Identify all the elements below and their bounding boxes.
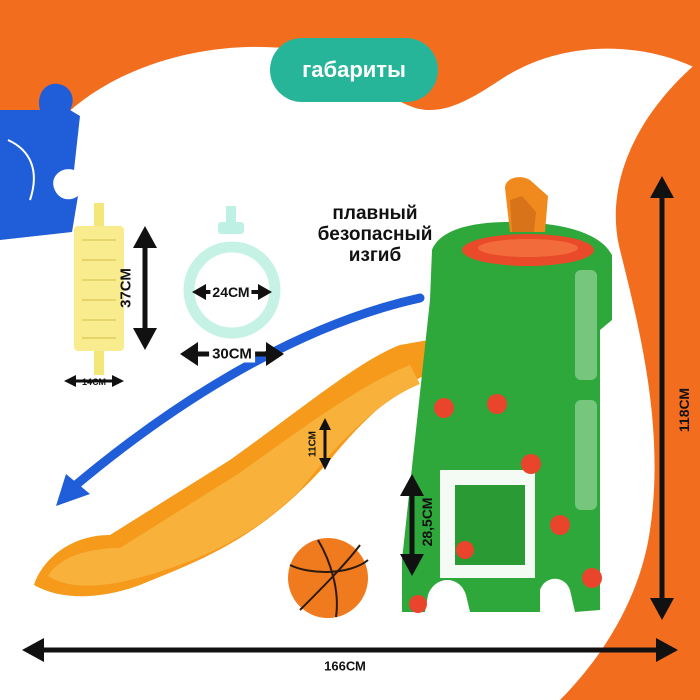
total-height-label: 118СМ [676,387,692,433]
part-height-label: 37СМ [117,268,135,308]
slide-wall-arrow [319,418,331,470]
curve-arrow [56,293,425,506]
orange-background-top [0,0,700,150]
length-dimension-arrow [22,638,678,662]
basketball-icon [288,538,369,618]
caption-line-3: изгиб [348,245,402,266]
slide-wall-label: 11СМ [307,431,319,457]
orange-background-right [560,60,700,700]
ring-inner-label: 24СМ [210,284,252,300]
step-height-label: 28,5СМ [419,497,435,547]
part-height-arrow [133,226,157,350]
puzzle-piece-icon [0,83,80,241]
part-width-label: 14СМ [82,377,106,387]
height-dimension-arrow [650,176,674,620]
total-length-label: 166СМ [324,658,366,674]
slide [34,338,445,597]
step-height-arrow [400,474,424,576]
caption-line-2: безопасный [317,224,433,245]
feature-caption: плавный безопасный изгиб [300,203,450,266]
part-width-arrow [64,375,124,387]
hoop-ring [183,206,281,339]
caption-line-1: плавный [332,203,418,224]
slide-part-yellow [74,203,124,375]
slide-tower [402,177,612,613]
ring-outer-label: 30СМ [209,345,255,363]
dimensions-badge: габариты [270,38,438,102]
